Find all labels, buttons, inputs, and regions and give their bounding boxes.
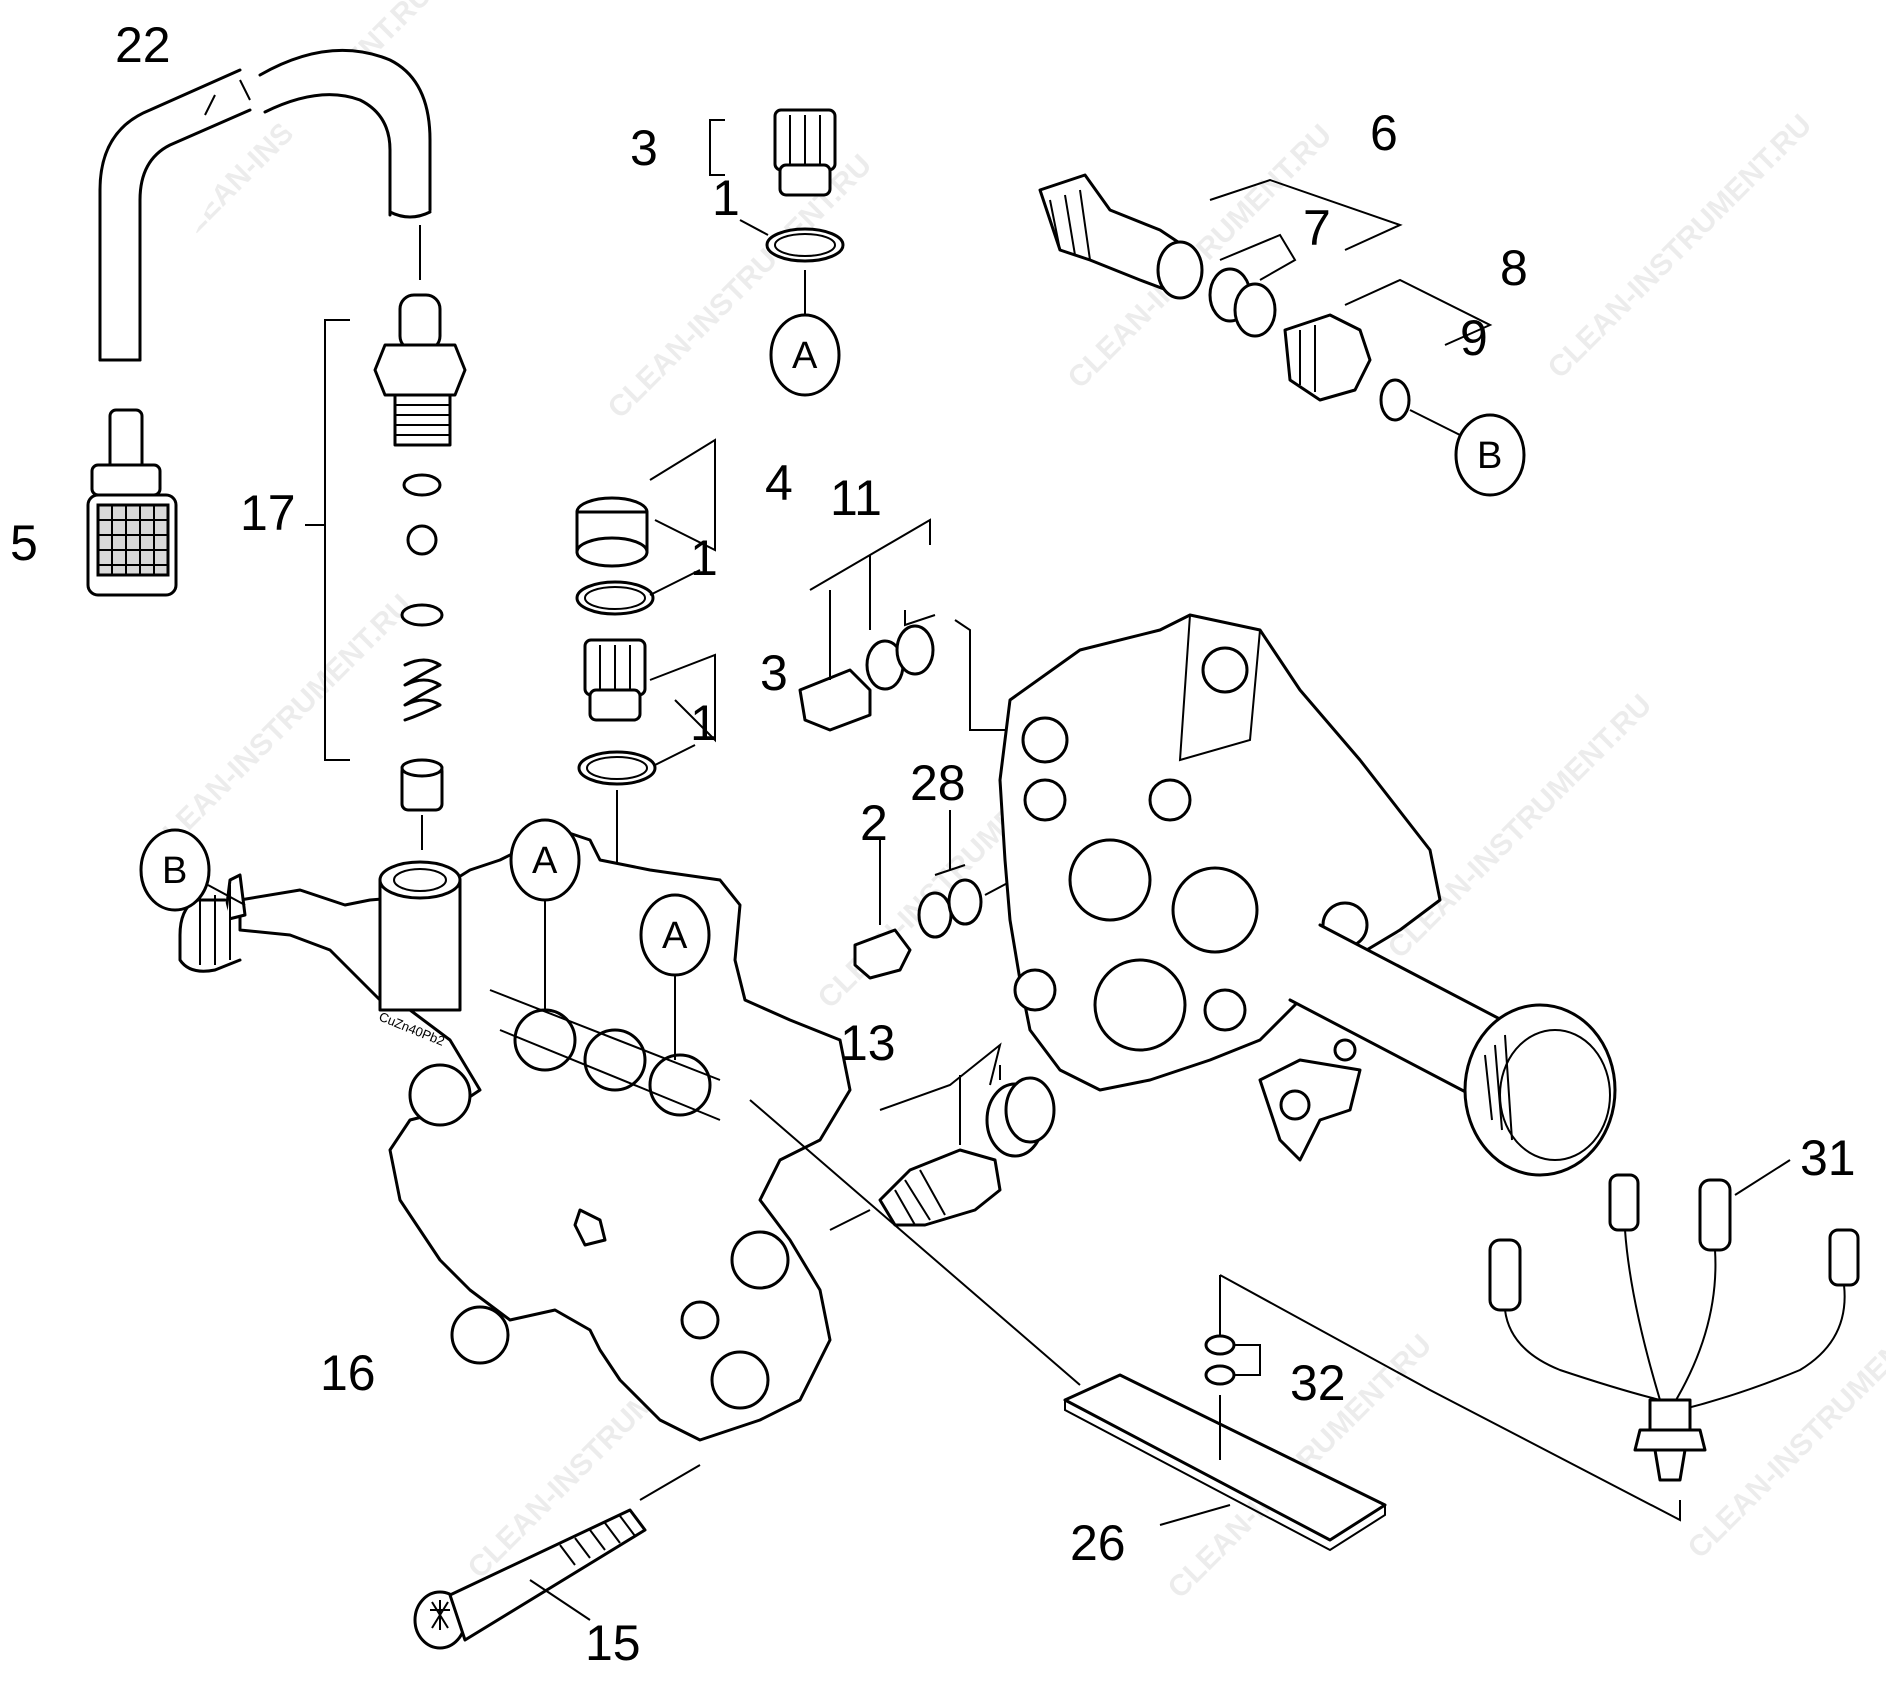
strainer-filter-part — [86, 408, 178, 597]
part-number: 1 — [690, 695, 718, 751]
watermark: CLEAN-INSTRUMENT.RU — [1382, 688, 1659, 965]
bolt-15 — [413, 1464, 701, 1650]
part-number: 8 — [1500, 240, 1528, 296]
watermark: CLEAN-INSTRUMENT.RU — [602, 148, 879, 425]
watermark: CLEAN-INSTRUMENT.RU — [142, 588, 419, 865]
pressure-switch-31 — [1488, 1159, 1860, 1482]
ref-bubble-b — [1454, 413, 1526, 497]
part-number: 11 — [830, 470, 882, 526]
part-number: 32 — [1290, 1355, 1346, 1411]
part-number: 31 — [1800, 1130, 1856, 1186]
part-number-labels: 22 3 1 6 7 8 9 17 5 4 1 11 3 1 28 2 13 3… — [10, 17, 1856, 1671]
part-number: 6 — [1370, 105, 1398, 161]
part-number: 15 — [585, 1615, 641, 1671]
plug-2 — [853, 810, 1131, 980]
hose-part — [98, 48, 432, 362]
part-number: 1 — [690, 530, 718, 586]
pump-head — [998, 613, 1617, 1177]
ref-label-a: A — [662, 915, 688, 957]
part-number: 1 — [712, 170, 740, 226]
part-number: 4 — [765, 455, 793, 511]
part-number: 13 — [840, 1015, 896, 1071]
housing-16: CuZn40Pb2 — [178, 828, 852, 1442]
part-number: 9 — [1460, 310, 1488, 366]
part-number: 26 — [1070, 1515, 1126, 1571]
part-number: 28 — [910, 755, 966, 811]
part-number: 22 — [115, 17, 171, 73]
ref-bubble-b — [139, 828, 211, 912]
valve-11 — [798, 518, 1020, 732]
plate-26 — [749, 1099, 1681, 1552]
part-number: 7 — [1303, 200, 1331, 256]
valve-13 — [829, 1042, 1056, 1231]
ref-label-b: B — [1477, 435, 1502, 477]
watermark: CLEAN-INSTRUMENT.RU — [1542, 108, 1819, 385]
valve-8: B — [1283, 278, 1526, 497]
plug-4 — [575, 438, 716, 616]
ref-markers-left: B A A — [139, 818, 711, 1060]
part-number: 16 — [320, 1345, 376, 1401]
ref-bubble-a — [769, 313, 841, 397]
part-number: 17 — [240, 485, 296, 541]
part-number: 2 — [860, 795, 888, 851]
part-number: 3 — [630, 120, 658, 176]
valve-3-middle — [577, 638, 716, 1040]
watermark: CLEAN-INSTRUMENT.RU — [1682, 1288, 1886, 1565]
ref-label-a: A — [532, 840, 558, 882]
ref-label-a: A — [792, 335, 818, 377]
part-number: 5 — [10, 515, 38, 571]
valve-assembly-17 — [305, 293, 467, 850]
ref-label-b: B — [162, 850, 187, 892]
fitting-6 — [1038, 173, 1403, 338]
part-number: 3 — [760, 645, 788, 701]
valve-3-top: A — [709, 108, 845, 397]
